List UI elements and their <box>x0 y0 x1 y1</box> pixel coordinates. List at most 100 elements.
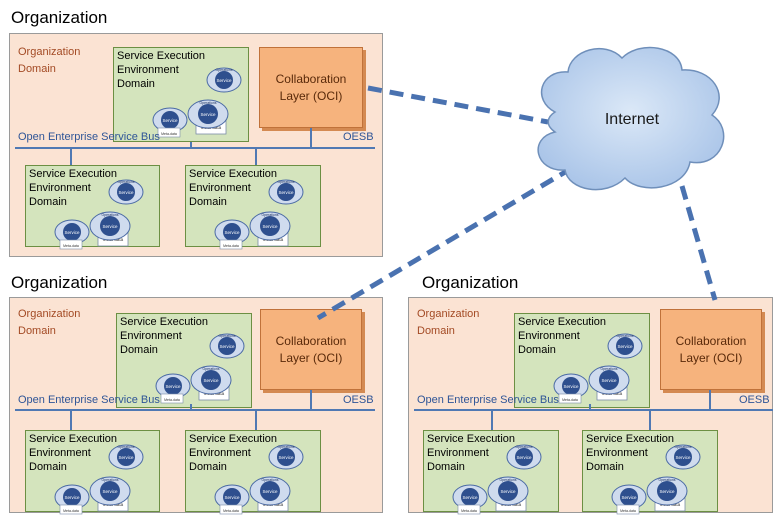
seed-domain: Service Execution Environment Domain Met… <box>423 430 560 515</box>
operations-bubble-icon: Service Operations <box>268 444 304 470</box>
org-title: Organization <box>11 8 108 27</box>
svg-text:Service: Service <box>224 495 240 500</box>
svg-text:Service: Service <box>278 190 294 195</box>
svg-text:Meta-data: Meta-data <box>461 509 477 513</box>
dashed-link <box>316 165 574 321</box>
service-cluster-icon: Meta-data Service Operations Service Ope… <box>214 179 304 250</box>
svg-text:Operations: Operations <box>658 478 675 482</box>
svg-text:Service: Service <box>118 455 134 460</box>
svg-text:Service: Service <box>162 118 178 123</box>
service-icon-group: Meta-data Service Operations Service Ope… <box>36 170 161 250</box>
service-cluster-icon: Meta-data Service Operations Service Ope… <box>214 444 304 515</box>
svg-text:Meta-data: Meta-data <box>63 244 79 248</box>
bus-connector <box>255 410 257 430</box>
svg-text:Service: Service <box>563 384 579 389</box>
service-cluster-icon: Meta-data Service Operations Service Ope… <box>54 444 144 515</box>
service-cluster-icon: Meta-data Service Operations Service Ope… <box>553 333 643 404</box>
svg-text:Service: Service <box>617 344 633 349</box>
svg-text:Service: Service <box>64 230 80 235</box>
operations-bubble-icon: Service Operations <box>268 179 304 205</box>
seed-domain-label: Service Execution Environment Domain <box>586 433 675 473</box>
organization-domain-label: Organization Domain <box>417 308 480 337</box>
organization-domain-label: Organization Domain <box>18 46 81 75</box>
service-sphere-icon: Service Operations <box>190 365 232 395</box>
service-sphere-icon: Service Meta-data <box>152 107 188 138</box>
service-sphere-icon: Service Meta-data <box>54 219 90 250</box>
service-sphere-icon: Service Meta-data <box>553 373 589 404</box>
operations-bubble-icon: Service Operations <box>108 179 144 205</box>
svg-text:Meta-data: Meta-data <box>562 398 578 402</box>
bus-connector <box>589 404 591 410</box>
svg-text:Service: Service <box>262 224 278 229</box>
org-title: Organization <box>422 273 519 292</box>
svg-text:Service: Service <box>165 384 181 389</box>
bus-label: Open Enterprise Service Bus <box>18 131 160 143</box>
dashed-link <box>367 85 549 125</box>
dashed-link <box>679 185 718 301</box>
collaboration-layer: Collaboration Layer (OCI) <box>259 47 363 128</box>
svg-text:Service: Service <box>203 378 219 383</box>
svg-text:Service: Service <box>500 489 516 494</box>
enterprise-service-bus <box>15 409 375 411</box>
svg-text:Service: Service <box>219 344 235 349</box>
internet-label: Internet <box>605 111 660 128</box>
seed-domain-label: Service Execution Environment Domain <box>518 316 607 356</box>
svg-text:Service: Service <box>462 495 478 500</box>
svg-text:Operations: Operations <box>261 478 278 482</box>
service-icon-group: Meta-data Service Operations Service Ope… <box>434 435 560 515</box>
service-icon-group: Meta-data Service Operations Service Ope… <box>134 58 250 142</box>
seed-domain: Service Execution Environment Domain Met… <box>25 430 160 515</box>
svg-text:Operations: Operations <box>199 101 216 105</box>
svg-text:Service: Service <box>224 230 240 235</box>
seed-domain: Service Execution Environment Domain Met… <box>25 165 161 250</box>
operations-bubble-icon: Service Operations <box>206 67 242 93</box>
seed-domain-label: Service Execution Environment Domain <box>29 168 118 208</box>
svg-text:Operations: Operations <box>218 334 235 338</box>
service-icon-group: Meta-data Service Operations Service Ope… <box>196 435 322 515</box>
operations-bubble-icon: Service Operations <box>108 444 144 470</box>
seed-domain-label: Service Execution Environment Domain <box>189 168 278 208</box>
service-sphere-icon: Service Meta-data <box>611 484 647 515</box>
org-title: Organization <box>11 273 108 292</box>
svg-text:Operations: Operations <box>499 478 516 482</box>
seed-domain-label: Service Execution Environment Domain <box>427 433 516 473</box>
bus-connector <box>70 410 72 430</box>
operations-bubble-icon: Service Operations <box>506 444 542 470</box>
service-sphere-icon: Service Operations <box>588 365 630 395</box>
svg-text:Meta-data: Meta-data <box>164 398 180 402</box>
svg-text:Operations: Operations <box>202 367 219 371</box>
svg-text:Service: Service <box>118 190 134 195</box>
svg-text:Service: Service <box>659 489 675 494</box>
collaboration-layer-label: Collaboration Layer (OCI) <box>275 333 347 365</box>
internet-cloud <box>537 46 725 191</box>
service-icon-group: Meta-data Service Operations Service Ope… <box>196 170 322 250</box>
bus-connector <box>190 404 192 410</box>
service-cluster-icon: Meta-data Service Operations Service Ope… <box>155 333 245 404</box>
svg-text:Operations: Operations <box>277 180 294 184</box>
service-sphere-icon: Service Meta-data <box>54 484 90 515</box>
svg-text:Operations: Operations <box>215 68 232 72</box>
svg-text:Service: Service <box>102 224 118 229</box>
bus-label: Open Enterprise Service Bus <box>417 394 559 406</box>
svg-text:Service: Service <box>516 455 532 460</box>
collaboration-layer-label: Collaboration Layer (OCI) <box>675 333 747 365</box>
seed-domain-label: Service Execution Environment Domain <box>120 316 209 356</box>
bus-label: Open Enterprise Service Bus <box>18 394 160 406</box>
collaboration-layer: Collaboration Layer (OCI) <box>260 309 362 390</box>
oesb-label: OESB <box>739 394 770 406</box>
svg-text:Service: Service <box>278 455 294 460</box>
service-cluster-icon: Meta-data Service Operations Service Ope… <box>452 444 542 515</box>
service-cluster-icon: Meta-data Service Operations Service Ope… <box>54 179 144 250</box>
bus-connector <box>310 390 312 410</box>
service-icon-group: Meta-data Service Operations Service Ope… <box>535 324 651 408</box>
service-icon-group: Meta-data Service Operations Service Ope… <box>137 324 253 408</box>
bus-connector <box>491 410 493 430</box>
svg-text:Operations: Operations <box>101 213 118 217</box>
svg-text:Operations: Operations <box>600 367 617 371</box>
enterprise-service-bus <box>15 147 375 149</box>
service-icon-group: Meta-data Service Operations Service Ope… <box>593 435 719 515</box>
service-sphere-icon: Service Meta-data <box>452 484 488 515</box>
svg-text:Operations: Operations <box>515 445 532 449</box>
seed-domain: Service Execution Environment Domain Met… <box>185 165 322 250</box>
service-sphere-icon: Service Operations <box>89 476 131 506</box>
